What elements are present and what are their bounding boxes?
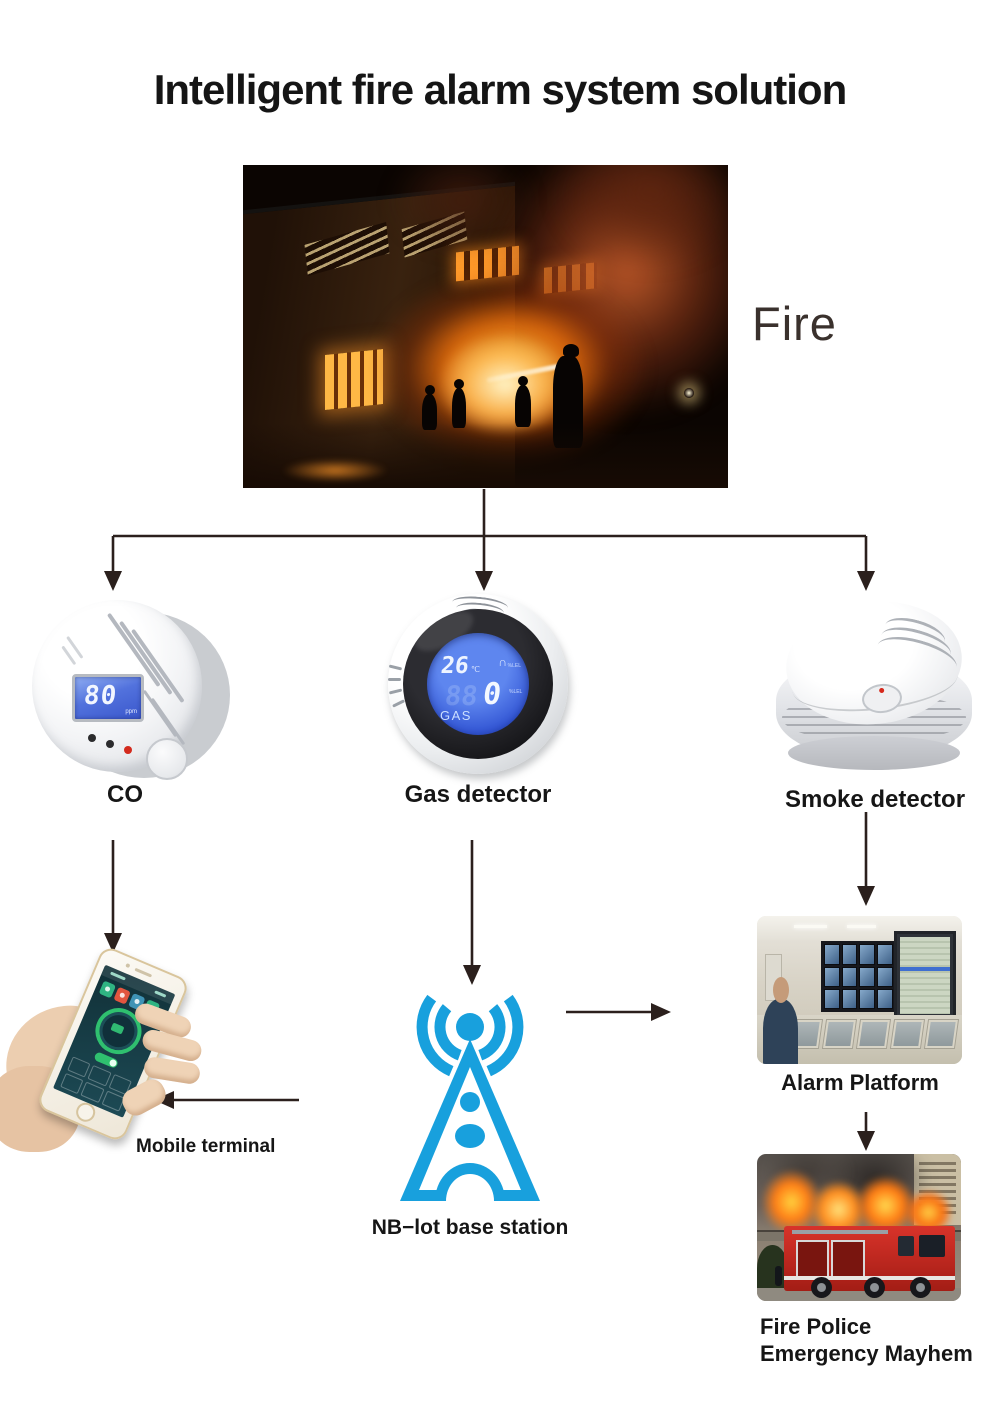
ceiling-light	[847, 924, 876, 928]
cctv-screen	[823, 944, 840, 965]
truck-window	[898, 1236, 914, 1256]
page-title: Intelligent fire alarm system solution	[153, 66, 848, 113]
cctv-screen	[859, 988, 876, 1010]
fire-police-line2: Emergency Mayhem	[760, 1341, 973, 1366]
cctv-screen	[859, 966, 876, 987]
cctv-screen	[877, 944, 894, 965]
gas-lcd-temperature: 26	[439, 653, 471, 679]
arrow-alarm-to-firepolice	[857, 1112, 875, 1151]
smoke-detector-image	[770, 593, 980, 783]
nb-antenna-icon	[400, 994, 540, 1201]
fire-reflection	[281, 458, 389, 482]
signal-waves-left	[416, 994, 462, 1077]
phone-camera	[125, 962, 131, 969]
gas-side-vent	[388, 678, 401, 681]
equipment-bay	[831, 1240, 865, 1278]
co-lcd-unit: ppm	[125, 709, 137, 715]
firefighter-silhouette	[775, 1266, 783, 1287]
console-monitor	[821, 1019, 857, 1049]
fire-truck	[783, 1226, 955, 1299]
truck-wheel	[864, 1277, 886, 1299]
console-monitor	[855, 1019, 891, 1049]
arrow-to-smoke	[857, 536, 875, 591]
cctv-screen	[823, 966, 840, 987]
arrow-nb-to-alarm	[566, 1003, 671, 1021]
arrow-fire-branch	[113, 489, 866, 591]
fire-police-line1: Fire Police	[760, 1314, 872, 1339]
fire-truck-photo	[757, 1154, 961, 1301]
cctv-screen	[841, 944, 858, 965]
tower-arch-inner	[446, 1174, 494, 1201]
gas-lcd-alarm-symbol: ∩	[498, 655, 507, 669]
firefighter-silhouette	[422, 385, 438, 431]
arrow-gas-to-nb	[463, 840, 481, 985]
console-monitor	[923, 1019, 959, 1049]
co-alarm-led	[124, 746, 132, 754]
cctv-screen	[877, 966, 894, 987]
co-lcd-display: 80 ppm	[72, 674, 144, 722]
cctv-screen	[859, 944, 876, 965]
smoke-detector-label: Smoke detector	[784, 786, 966, 813]
app-icon	[98, 980, 117, 999]
app-icon	[113, 986, 131, 1005]
co-test-button	[146, 738, 188, 780]
arrow-smoke-to-alarm	[857, 812, 875, 906]
tower-dot-large	[455, 1124, 485, 1148]
cctv-screen	[877, 988, 894, 1010]
fire-police-label: Fire Police Emergency Mayhem	[760, 1313, 973, 1367]
bushes	[757, 1245, 788, 1293]
truck-windshield	[918, 1235, 945, 1258]
console-monitor	[889, 1019, 925, 1049]
gas-lcd-value: 0	[480, 677, 504, 712]
signal-waves-right	[478, 994, 524, 1077]
fire-caption: Fire	[752, 297, 837, 350]
smoke-detector-base	[788, 736, 960, 770]
co-label: CO	[107, 781, 143, 808]
operator-person	[763, 976, 798, 1064]
arrow-co-to-mobile	[104, 840, 122, 953]
mobile-terminal-label: Mobile terminal	[136, 1136, 276, 1157]
gas-lcd-temperature-unit: ℃	[471, 665, 480, 674]
equipment-bay	[795, 1240, 829, 1278]
fire-photo	[243, 165, 728, 488]
cctv-screen	[841, 966, 858, 987]
alarm-platform-photo	[757, 916, 962, 1064]
co-lcd-value: 80	[82, 681, 119, 711]
antenna-dot	[456, 1013, 484, 1041]
phone-speaker	[134, 967, 153, 978]
co-led-indicator	[106, 740, 114, 748]
cctv-monitor-wall	[820, 941, 897, 1013]
mobile-terminal-image	[0, 944, 225, 1152]
gas-detector-image: 26 ℃ ∩ %LEL 88 0 %LEL GAS	[386, 592, 576, 782]
truck-wheel	[910, 1277, 932, 1299]
truck-ladder	[792, 1229, 889, 1234]
gas-detector-label: Gas detector	[404, 781, 552, 808]
firefighter-silhouette	[451, 378, 466, 428]
road	[757, 1287, 961, 1301]
gas-lcd-value-unit: %LEL	[509, 689, 523, 695]
big-display-screen	[894, 930, 956, 1020]
gas-lcd-display: 26 ℃ ∩ %LEL 88 0 %LEL GAS	[427, 633, 529, 735]
firefighter-silhouette	[514, 375, 531, 427]
co-led-indicator	[88, 734, 96, 742]
co-detector-image: 80 ppm	[28, 596, 233, 786]
nb-station-label: NB−lot base station	[371, 1216, 569, 1239]
truck-wheel	[810, 1277, 832, 1299]
gas-lcd-symbol-unit: %LEL	[507, 663, 521, 669]
tower-dot-small	[460, 1092, 480, 1112]
arrow-to-co	[104, 536, 122, 591]
smoke-plume	[388, 165, 534, 256]
street-light	[684, 387, 695, 398]
alarm-platform-label: Alarm Platform	[781, 1070, 939, 1095]
cctv-screen	[841, 988, 858, 1010]
ceiling-light	[793, 924, 827, 928]
gas-lcd-gas-text: GAS	[440, 708, 472, 723]
cctv-screen	[823, 988, 840, 1010]
